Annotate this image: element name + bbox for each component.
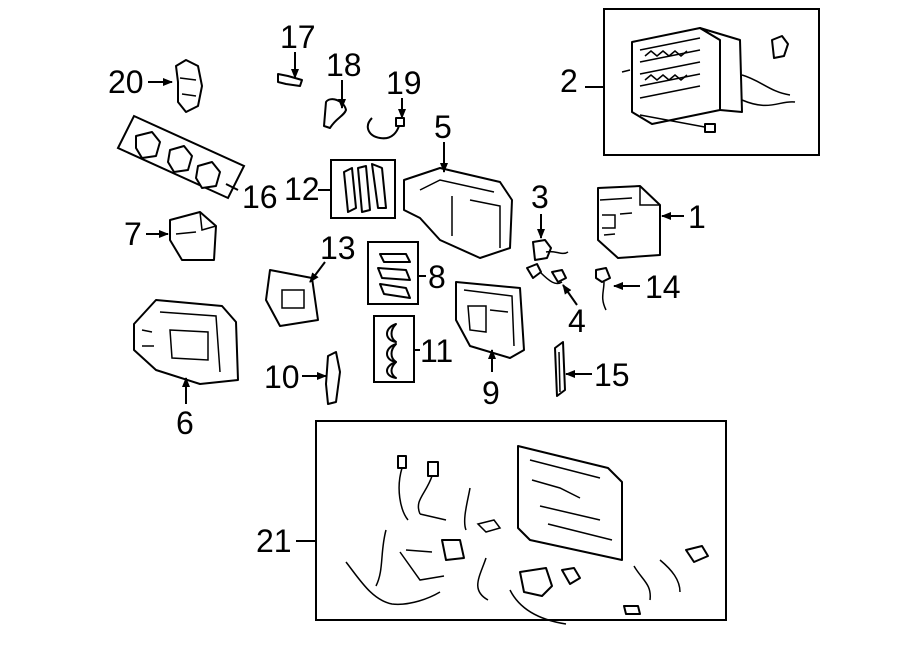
part-7-duct[interactable]: [169, 211, 217, 261]
part-8-plugs[interactable]: [377, 253, 411, 299]
callout-3: 3: [531, 179, 549, 215]
part-11-seals[interactable]: [386, 323, 397, 379]
part-13-plate[interactable]: [265, 269, 319, 327]
part-6-housing[interactable]: [133, 299, 239, 385]
part-2-evaporator-core-group[interactable]: [603, 8, 820, 156]
callout-4: 4: [568, 303, 586, 339]
part-10-bracket[interactable]: [325, 351, 341, 405]
callout-13: 13: [320, 230, 356, 266]
part-9-case[interactable]: [455, 281, 525, 359]
callout-4-leader: [562, 284, 578, 306]
callout-21: 21: [256, 523, 292, 559]
part-5-housing[interactable]: [403, 167, 513, 259]
part-21-inset-frame: [315, 420, 727, 621]
part-16-vents[interactable]: [135, 131, 221, 189]
callout-2: 2: [560, 63, 578, 99]
callout-20: 20: [108, 64, 144, 100]
callout-6: 6: [176, 405, 194, 441]
callout-1: 1: [688, 199, 706, 235]
callout-11: 11: [420, 333, 453, 369]
callout-9: 9: [482, 375, 500, 411]
part-12-seals[interactable]: [343, 163, 387, 213]
callout-8: 8: [428, 259, 446, 295]
callout-12: 12: [284, 171, 320, 207]
callout-16: 16: [242, 179, 278, 215]
callout-15: 15: [594, 357, 630, 393]
callout-10: 10: [264, 359, 300, 395]
part-2-inset-frame: [603, 8, 820, 156]
part-4-harness[interactable]: [526, 263, 567, 285]
part-8-group-frame: [367, 241, 419, 305]
callout-19: 19: [386, 65, 422, 101]
part-17-clip[interactable]: [277, 73, 303, 87]
part-21-wiring-harness-kit[interactable]: [345, 445, 709, 625]
callout-18: 18: [326, 47, 362, 83]
part-20-bracket[interactable]: [175, 59, 203, 113]
callout-17: 17: [280, 19, 316, 55]
part-1-control-module[interactable]: [597, 185, 661, 259]
part-16-group-frame: [116, 114, 246, 200]
callout-7: 7: [124, 216, 142, 252]
callout-5: 5: [434, 109, 452, 145]
callout-13-leader: [309, 261, 326, 283]
callout-16-leader: [225, 183, 239, 191]
part-3-connector[interactable]: [532, 239, 569, 261]
part-19-hose[interactable]: [366, 117, 405, 140]
callout-14: 14: [645, 269, 681, 305]
part-14-sensor[interactable]: [595, 267, 611, 311]
part-15-bracket[interactable]: [554, 341, 566, 397]
